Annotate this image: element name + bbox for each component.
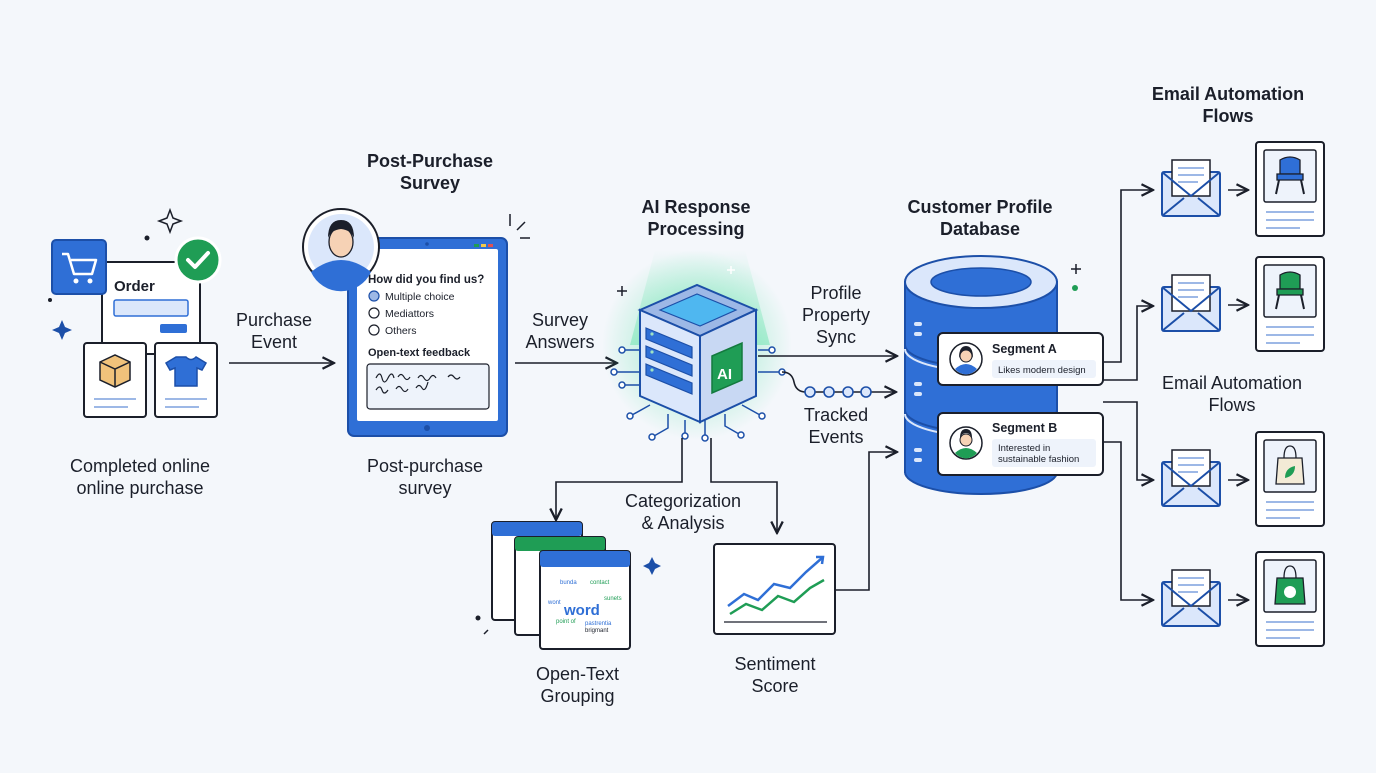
svg-text:point of: point of bbox=[556, 619, 576, 625]
svg-text:sunets: sunets bbox=[604, 596, 622, 602]
survey-option-label: Mediattors bbox=[385, 308, 434, 320]
tshirt-card bbox=[154, 342, 218, 418]
segment-a-avatar bbox=[949, 342, 983, 376]
survey-answers-label: Survey Answers bbox=[525, 310, 595, 352]
email-heading-mid: Email Automation Flows bbox=[1161, 373, 1303, 415]
segment-card-b[interactable]: Segment B Interested in sustainable fash… bbox=[937, 412, 1104, 476]
segment-description: Interested in sustainable fashion bbox=[998, 443, 1079, 465]
sparkle-decoration bbox=[48, 207, 184, 340]
tshirt-icon bbox=[164, 356, 208, 387]
box-card bbox=[83, 342, 147, 418]
feedback-textarea[interactable] bbox=[366, 363, 490, 410]
circuit-traces bbox=[616, 349, 780, 437]
ai-chip-icon: AI bbox=[711, 341, 743, 395]
survey-option-1[interactable]: Mediattors bbox=[368, 307, 434, 320]
open-text-cards: bunda contact wont word point of pastren… bbox=[475, 521, 661, 650]
feedback-label: Open-text feedback bbox=[368, 347, 471, 359]
word-cloud-word: word bbox=[563, 602, 600, 619]
segment-card-a[interactable]: Segment A Likes modern design bbox=[937, 332, 1104, 386]
envelope-icon bbox=[1161, 274, 1221, 332]
survey-caption: Post-purchase survey bbox=[366, 456, 484, 498]
sentiment-caption: Sentiment Score bbox=[734, 654, 816, 696]
tote-bag-icon bbox=[1275, 445, 1305, 485]
survey-option-0[interactable]: Multiple choice bbox=[368, 290, 455, 303]
ai-chip-label: AI bbox=[717, 366, 732, 383]
tracked-events-arrow bbox=[781, 371, 896, 397]
blue-chair-icon bbox=[1275, 156, 1305, 195]
cart-icon bbox=[51, 239, 107, 295]
segment-name: Segment A bbox=[992, 342, 1057, 356]
email-flow-row bbox=[1161, 431, 1325, 527]
sentiment-arrow bbox=[710, 438, 777, 533]
box-icon bbox=[99, 354, 131, 388]
segment-b-avatar bbox=[949, 426, 983, 460]
profile-sync-label: Profile Property Sync bbox=[801, 283, 871, 347]
segment-description: Likes modern design bbox=[998, 365, 1086, 376]
survey-option-2[interactable]: Others bbox=[368, 324, 417, 337]
email-flow-row bbox=[1161, 141, 1325, 237]
email-flow-row bbox=[1161, 256, 1325, 352]
tracked-events-label: Tracked Events bbox=[803, 405, 869, 447]
product-card bbox=[1255, 256, 1325, 352]
envelope-icon bbox=[1161, 569, 1221, 627]
svg-text:pastrentia: pastrentia bbox=[585, 621, 612, 627]
word-cloud: bunda contact wont word point of pastren… bbox=[547, 580, 622, 634]
survey-tablet: How did you find us? Multiple choice Med… bbox=[347, 237, 508, 437]
envelope-icon bbox=[1161, 449, 1221, 507]
survey-option-label: Multiple choice bbox=[385, 291, 455, 303]
avatar bbox=[302, 208, 380, 292]
sentiment-to-database-arrow bbox=[835, 452, 897, 591]
segment-b-description-line-1: Interested in bbox=[998, 443, 1050, 454]
survey-question: How did you find us? bbox=[368, 274, 484, 286]
purchase-caption: Completed online online purchase bbox=[69, 456, 211, 498]
green-chair-icon bbox=[1275, 271, 1305, 310]
categorization-label: Categorization & Analysis bbox=[624, 491, 742, 533]
database-heading: Customer Profile Database bbox=[907, 197, 1053, 239]
purchase-event-label: Purchase Event bbox=[235, 310, 313, 352]
svg-text:contact: contact bbox=[590, 580, 610, 586]
ring-decoration bbox=[509, 214, 530, 239]
ai-heading: AI Response Processing bbox=[641, 197, 751, 239]
email-branch-connectors bbox=[1103, 190, 1153, 600]
envelope-icon bbox=[1161, 159, 1221, 217]
ai-processor: AI bbox=[602, 250, 792, 442]
grouping-caption: Open-Text Grouping bbox=[535, 664, 620, 706]
product-card bbox=[1255, 431, 1325, 527]
svg-text:wont: wont bbox=[547, 600, 561, 606]
sentiment-chart bbox=[713, 543, 836, 635]
svg-text:bunda: bunda bbox=[560, 580, 577, 586]
email-heading-top: Email Automation Flows bbox=[1151, 84, 1305, 126]
product-card bbox=[1255, 141, 1325, 237]
email-flows bbox=[1161, 141, 1325, 647]
order-label: Order bbox=[114, 278, 155, 295]
checkmark-icon bbox=[174, 236, 222, 284]
email-flow-row bbox=[1161, 551, 1325, 647]
segment-b-description-line-2: sustainable fashion bbox=[998, 454, 1079, 465]
segment-name: Segment B bbox=[992, 421, 1057, 435]
order-window: Order bbox=[101, 261, 201, 355]
survey-heading: Post-Purchase Survey bbox=[366, 151, 494, 193]
green-bag-icon bbox=[1274, 565, 1306, 605]
survey-option-label: Others bbox=[385, 325, 417, 337]
svg-text:brigmant: brigmant bbox=[585, 628, 609, 634]
product-card bbox=[1255, 551, 1325, 647]
grouping-arrow bbox=[556, 438, 683, 520]
